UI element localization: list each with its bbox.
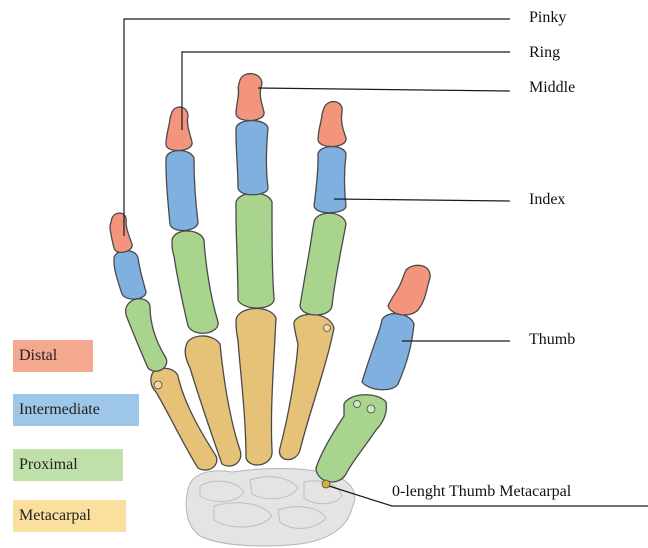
index-intermediate bbox=[314, 147, 346, 213]
legend-intermediate: Intermediate bbox=[13, 394, 139, 426]
ring-proximal bbox=[172, 231, 218, 333]
pinky-proximal bbox=[126, 299, 167, 372]
thumb-intermediate bbox=[362, 314, 414, 390]
thumb-metacarpal-node bbox=[322, 480, 330, 488]
pinky-label: Pinky bbox=[529, 9, 566, 27]
index-metacarpal bbox=[279, 314, 334, 459]
middle-leader bbox=[258, 88, 510, 91]
legend-metacarpal: Metacarpal bbox=[13, 500, 126, 532]
ring-label: Ring bbox=[529, 44, 560, 62]
middle-distal bbox=[236, 74, 264, 121]
thumb-label: Thumb bbox=[529, 331, 575, 349]
metacarpal-bones bbox=[151, 308, 334, 470]
thumb-metacarpal-label: 0-lenght Thumb Metacarpal bbox=[392, 483, 571, 501]
ring-intermediate bbox=[166, 151, 198, 231]
index-label: Index bbox=[529, 191, 565, 209]
middle-proximal bbox=[236, 193, 274, 308]
ring-distal bbox=[166, 107, 192, 151]
legend-proximal: Proximal bbox=[13, 449, 123, 481]
index-leader bbox=[334, 199, 510, 201]
pinky-intermediate bbox=[114, 251, 146, 300]
index-distal bbox=[318, 102, 346, 147]
middle-label: Middle bbox=[529, 79, 575, 97]
legend-distal: Distal bbox=[13, 340, 93, 372]
middle-intermediate bbox=[236, 121, 268, 195]
index-proximal bbox=[300, 213, 346, 315]
thumb-proximal bbox=[316, 395, 386, 482]
middle-metacarpal bbox=[236, 308, 276, 465]
pinky-distal bbox=[110, 213, 132, 252]
thumb-distal bbox=[388, 265, 430, 315]
